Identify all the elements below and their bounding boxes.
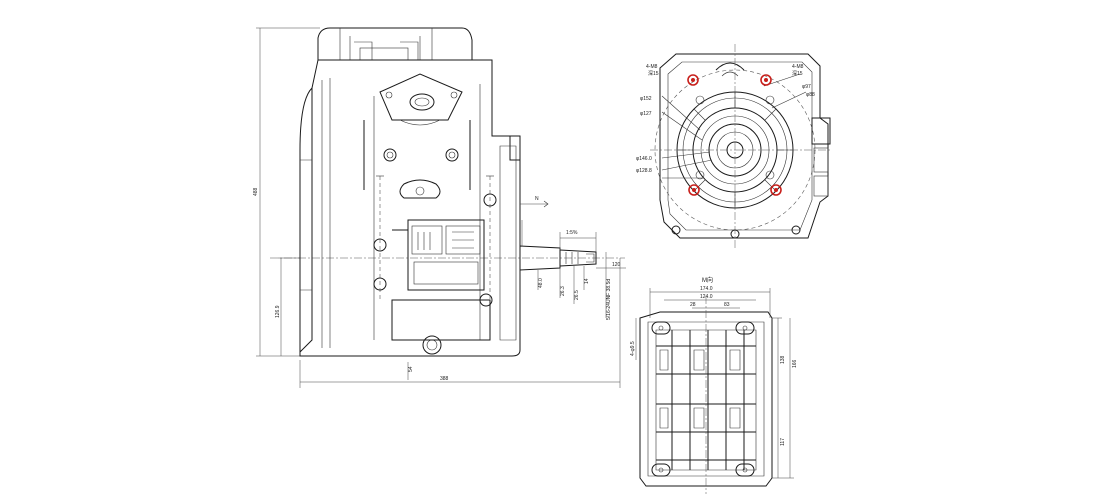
callout-8: φ88 (806, 92, 815, 98)
callout-5: φ146.0 (636, 156, 652, 162)
shaft-dim-e: 120 (612, 262, 621, 268)
shaft-dim-b: 14 (584, 278, 590, 284)
dim-top-small: 83 (724, 302, 730, 308)
dim-top-mini: 28 (690, 302, 696, 308)
left-callout-2: 深15 (648, 70, 659, 77)
taper-label: 1:5% (566, 230, 578, 236)
right-callout-1: 4-M8 (792, 64, 804, 70)
callout-6: φ128.8 (636, 168, 652, 174)
shaft-dim-a: 26.5 (574, 290, 580, 300)
dim-right-a: 138 (780, 355, 786, 364)
callout-4: φ127 (640, 111, 652, 117)
dim-top-outer: 174.0 (700, 286, 713, 292)
dim-lower-label: 126.9 (275, 305, 281, 318)
dim-height-label: 488 (253, 187, 259, 196)
right-callout-2: 深15 (792, 70, 803, 77)
dim-width-label: 388 (440, 376, 449, 382)
side-view: 488 126.9 388 54 (253, 27, 626, 388)
bottom-view-title: M向 (702, 276, 713, 284)
left-callout-1: 4-M8 (646, 64, 658, 70)
front-view: 4-M8 深15 4-M8 深15 φ152 φ127 φ146.0 φ128.… (636, 44, 831, 250)
callout-7: φ97 (802, 84, 811, 90)
dim-left: 4-φ9.5 (630, 341, 636, 356)
dim-right-b: 166 (792, 359, 798, 368)
bottom-view: M向 174.0 124.0 83 28 138 (630, 276, 798, 494)
shaft-dim-c: 26.3 (560, 286, 566, 296)
callout-3: φ152 (640, 96, 652, 102)
arrow-label: N (535, 196, 539, 202)
shaft-dim-d: 48.0 (538, 278, 544, 288)
dim-bottom-label: 54 (408, 366, 414, 372)
highlight-holes (687, 74, 782, 196)
dim-right-c: 117 (780, 438, 786, 446)
thread-label: 5/16-24UNF 38.5d (606, 279, 612, 320)
dim-top-inner: 124.0 (700, 294, 713, 300)
